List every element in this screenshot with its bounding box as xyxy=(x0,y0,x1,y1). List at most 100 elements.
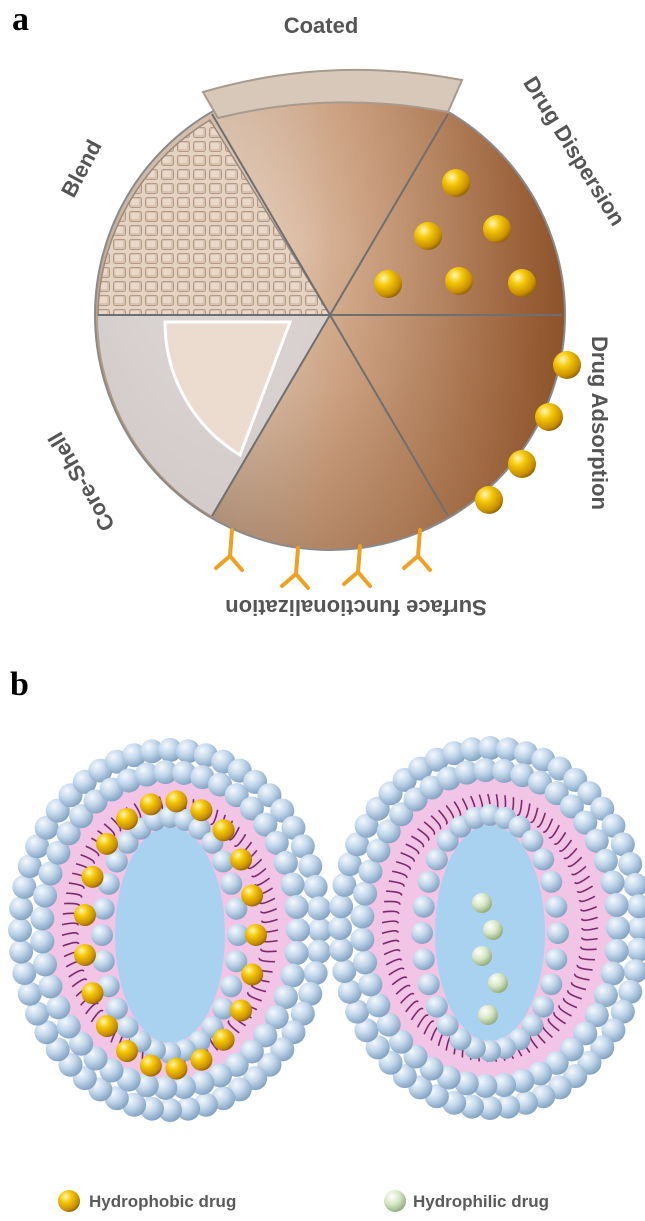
hydrophobic-drug xyxy=(190,1048,213,1071)
lipid-head xyxy=(273,850,298,875)
hydrophobic-drug xyxy=(230,848,253,871)
lipid-tail xyxy=(66,892,83,898)
lipid-head xyxy=(280,872,305,897)
lipid-tail xyxy=(570,981,587,991)
lipid-head xyxy=(584,1003,609,1028)
label-surface-functionalization: Surface functionalization xyxy=(225,595,487,620)
outer-lipid-heads xyxy=(8,738,332,1122)
lipid-head xyxy=(190,1070,215,1095)
lipid-tail xyxy=(90,1009,104,1023)
lipid-head xyxy=(34,815,59,840)
lipid-tail xyxy=(578,955,595,961)
outer-lipid-heads xyxy=(328,736,645,1120)
lipid-tail xyxy=(417,827,430,842)
adsorbed-drug-particles xyxy=(475,351,581,514)
dispersed-drug-particles xyxy=(374,169,536,298)
lipid-head xyxy=(623,959,645,984)
lipid-head xyxy=(116,831,139,854)
lipid-head xyxy=(584,828,609,853)
lipid-tail xyxy=(80,853,95,865)
lipid-tail xyxy=(530,807,539,824)
lipid-head xyxy=(412,895,435,918)
lipid-head xyxy=(329,937,354,962)
lipid-tail xyxy=(61,932,79,937)
lipid-tail xyxy=(210,809,219,826)
lipid-head xyxy=(225,897,248,920)
lipid-tail xyxy=(430,815,442,830)
lipid-head xyxy=(227,924,249,946)
lipid-head xyxy=(30,906,55,931)
lipid-head xyxy=(403,1044,428,1069)
lipid-head xyxy=(478,736,502,760)
lipid-head xyxy=(618,979,643,1004)
lipid-head xyxy=(601,1018,626,1043)
hydrophobic-drug xyxy=(190,799,213,822)
lipid-head xyxy=(628,916,645,940)
lipid-head xyxy=(545,895,568,918)
lipid-head xyxy=(8,918,32,942)
lipid-tail xyxy=(260,908,277,914)
lipid-tail xyxy=(62,941,80,947)
lipid-tail xyxy=(382,939,400,945)
lipid-head xyxy=(9,939,34,964)
lipid-tail xyxy=(381,930,399,935)
inner-lipid-heads xyxy=(411,804,569,1062)
lipid-head xyxy=(329,894,354,919)
lipid-tail xyxy=(388,967,405,976)
lipid-tail xyxy=(395,861,412,871)
lipid-head xyxy=(626,894,645,919)
lipid-tail xyxy=(385,958,403,966)
lipid-head xyxy=(280,963,305,988)
lipid-head xyxy=(601,813,626,838)
lipid-head xyxy=(559,794,584,819)
panel-b-letter: b xyxy=(10,666,29,703)
lipid-tail xyxy=(405,843,420,855)
lipid-head xyxy=(600,961,625,986)
label-drug-adsorption: Drug Adsorption xyxy=(587,336,612,510)
lipid-head xyxy=(606,916,630,940)
lipid-tail xyxy=(68,969,85,978)
lipid-head xyxy=(9,896,34,921)
lipid-head xyxy=(473,758,498,783)
lipid-head xyxy=(290,834,315,859)
lipid-head xyxy=(212,850,235,873)
lipid-head xyxy=(425,848,448,871)
lipid-head xyxy=(306,896,331,921)
lipid-tail xyxy=(395,984,411,995)
lipid-head xyxy=(328,916,352,940)
lipid-head xyxy=(521,829,544,852)
lipid-tail xyxy=(423,1020,435,1035)
hydrophobic-drug xyxy=(95,832,118,855)
lipid-head xyxy=(436,829,459,852)
lipid-head xyxy=(33,883,58,908)
lipid-head xyxy=(358,972,383,997)
lipid-head xyxy=(139,739,164,764)
lipid-head xyxy=(365,1035,390,1060)
lipid-head xyxy=(425,995,448,1018)
lipid-head xyxy=(590,796,615,821)
lipid-head xyxy=(306,939,331,964)
lipid-head xyxy=(69,804,94,829)
lipid-head xyxy=(478,1096,502,1120)
lipid-tail xyxy=(573,973,590,981)
lipid-head xyxy=(610,832,635,857)
lipid-tail xyxy=(258,957,275,963)
lipid-head xyxy=(303,961,328,986)
lipid-head xyxy=(532,848,555,871)
lipid-tail xyxy=(576,964,593,971)
hydrophobic-drug xyxy=(116,1040,138,1063)
lipid-tail xyxy=(410,835,425,848)
hydrophobic-drugs xyxy=(73,790,267,1080)
lipid-head xyxy=(337,852,362,877)
lipid-tail xyxy=(536,812,547,828)
lipid-tail xyxy=(383,949,401,956)
lipid-tail xyxy=(580,916,598,922)
lipid-head xyxy=(389,1029,414,1054)
legend-hydrophilic-label: Hydrophilic drug xyxy=(413,1192,549,1211)
lipid-tail xyxy=(553,1011,567,1025)
lipid-tail xyxy=(391,976,408,986)
lipid-head xyxy=(45,1037,70,1062)
lipid-head xyxy=(17,854,42,879)
lipid-head xyxy=(176,1096,201,1121)
lipid-head xyxy=(376,1012,401,1037)
